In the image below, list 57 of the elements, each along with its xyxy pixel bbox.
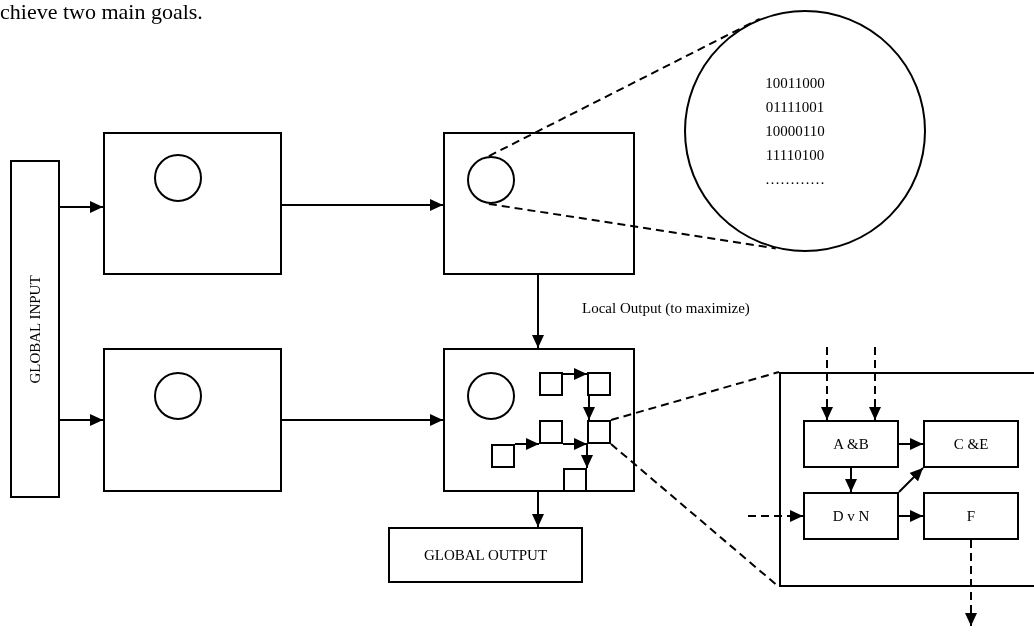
process-box [388, 527, 583, 583]
arrow [898, 510, 924, 522]
empty-box [491, 444, 515, 468]
process-box [10, 160, 60, 498]
magnified-circle [684, 10, 926, 252]
empty-box [779, 372, 1034, 587]
binary-row-text: 11110100 [765, 146, 825, 165]
arrow [532, 274, 544, 349]
arrow [514, 438, 540, 450]
box-label: F [966, 507, 976, 525]
arrow [898, 438, 924, 450]
dashed-zoom-line [487, 202, 777, 250]
dashed-arrow [821, 346, 833, 421]
empty-box [563, 468, 587, 492]
circle [467, 156, 515, 204]
box-label: A &B [833, 435, 869, 453]
body-text: chieve two main goals. [0, 0, 203, 24]
dashed-zoom-line [487, 17, 761, 158]
dashed-arrow [965, 539, 977, 627]
process-box [803, 420, 899, 468]
arrow [583, 395, 595, 421]
arrow [281, 414, 444, 426]
empty-box [443, 348, 635, 492]
circle [154, 154, 202, 202]
arrow [59, 414, 104, 426]
binary-row-text: 10000110 [765, 122, 825, 141]
arrow [581, 443, 593, 469]
arrow [59, 201, 104, 213]
box-label: GLOBAL INPUT [26, 274, 44, 384]
empty-box [443, 132, 635, 275]
circle [154, 372, 202, 420]
arrow [562, 438, 588, 450]
box-label: D v N [832, 507, 870, 525]
process-box [923, 420, 1019, 468]
empty-box [103, 348, 282, 492]
empty-box [587, 420, 611, 444]
process-box [803, 492, 899, 540]
edge-label: Local Output (to maximize) [582, 300, 750, 317]
box-label: C &E [953, 435, 989, 453]
box-label: GLOBAL OUTPUT [423, 546, 548, 564]
arrow [845, 467, 857, 493]
empty-box [539, 420, 563, 444]
arrow [281, 199, 444, 211]
arrow [562, 368, 588, 380]
empty-box [103, 132, 282, 275]
dashed-zoom-line [610, 371, 780, 421]
arrow [898, 467, 924, 493]
dashed-arrow [747, 510, 804, 522]
empty-box [587, 372, 611, 396]
arrow [532, 491, 544, 528]
empty-box [539, 372, 563, 396]
binary-row-text: 01111001 [765, 98, 825, 117]
dashed-arrow [869, 346, 881, 421]
binary-row-text: ………… [765, 170, 825, 189]
circle [467, 372, 515, 420]
process-box [923, 492, 1019, 540]
binary-row-text: 10011000 [765, 74, 825, 93]
